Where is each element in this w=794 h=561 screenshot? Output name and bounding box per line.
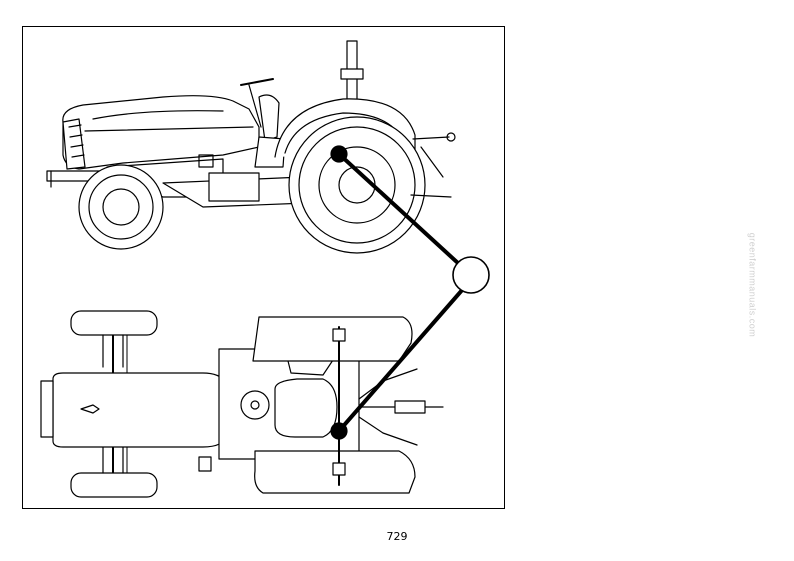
page-number: 729 bbox=[386, 530, 408, 543]
callout-dot-side bbox=[330, 145, 348, 163]
rear-axle-callout bbox=[330, 145, 490, 440]
tractor-illustration bbox=[40, 40, 490, 498]
callout-bubble bbox=[452, 256, 490, 294]
callout-dot-top bbox=[330, 422, 348, 440]
tractor-top-view bbox=[40, 310, 444, 498]
figure-frame bbox=[22, 26, 505, 509]
watermark: greenfarmmanuals.com bbox=[747, 232, 758, 338]
tractor-side-view bbox=[46, 40, 456, 254]
